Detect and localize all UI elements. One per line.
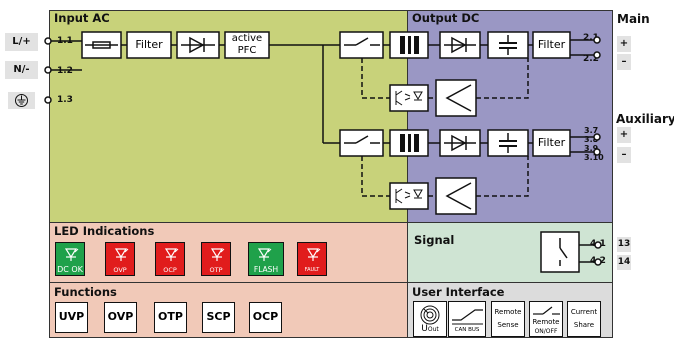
main-title: Main — [617, 12, 650, 26]
function-otp: OTP — [154, 302, 187, 333]
current-share: Current Share — [567, 301, 601, 337]
led-icon — [64, 248, 79, 261]
led-icon — [306, 248, 321, 261]
ground-icon — [8, 92, 35, 109]
main-plus-badge: + — [617, 36, 631, 52]
functions-title: Functions — [54, 285, 117, 299]
terminal-2-1: 2.1 — [583, 33, 599, 43]
led-title: LED Indications — [54, 224, 155, 238]
input-filter-label: Filter — [135, 38, 163, 51]
led-ovp: OVP — [105, 242, 135, 276]
remote-onoff-label-2: ON/OFF — [534, 328, 558, 335]
aux-filter-label: Filter — [537, 136, 566, 149]
remote-on-off: Remote ON/OFF — [529, 301, 563, 337]
led-label: OVP — [113, 266, 127, 274]
current-share-label-2: Share — [573, 321, 595, 329]
aux-plus-badge: + — [617, 127, 631, 143]
led-icon — [164, 248, 179, 261]
canbus-icon — [452, 309, 483, 325]
signal-pin-13: 13 — [617, 237, 631, 252]
input-ac-title: Input AC — [54, 11, 110, 25]
pfc-label-line2: PFC — [237, 45, 257, 56]
led-label: DC OK — [57, 265, 83, 274]
main-filter-label: Filter — [537, 38, 566, 51]
input-label-l: L/+ — [5, 33, 38, 51]
signal-title: Signal — [414, 233, 455, 247]
function-scp: SCP — [202, 302, 235, 333]
terminal-3-8: 3.8 — [584, 135, 599, 144]
terminal-1-3: 1.3 — [57, 95, 73, 105]
main-minus-badge: – — [617, 54, 631, 70]
switch-icon — [533, 306, 560, 315]
aux-minus-badge: – — [617, 147, 631, 163]
remote-onoff-label-1: Remote — [532, 318, 560, 326]
pfc-label-line1: active — [231, 33, 263, 44]
current-share-label-1: Current — [570, 308, 598, 316]
led-icon — [257, 248, 272, 261]
function-ocp: OCP — [249, 302, 282, 333]
terminal-3-9: 3.9 — [584, 144, 599, 153]
led-flash: FLASH — [248, 242, 284, 276]
remote-sense-label-2: Sense — [497, 321, 519, 329]
led-dc-ok: DC OK — [55, 242, 85, 276]
user-interface-title: User Interface — [412, 285, 505, 299]
led-icon — [210, 248, 225, 261]
terminal-3-7: 3.7 — [584, 126, 599, 135]
remote-sense: Remote Sense — [491, 301, 525, 337]
terminal-1-2: 1.2 — [57, 66, 73, 76]
led-icon — [114, 248, 129, 261]
terminal-2-2: 2.2 — [583, 54, 599, 64]
function-uvp: UVP — [55, 302, 88, 333]
uout-label: UOut — [421, 324, 439, 334]
led-label: OCP — [163, 266, 177, 274]
led-label: FAULT — [304, 267, 320, 273]
led-label: FLASH — [253, 265, 279, 274]
uout-potentiometer: UOut — [413, 301, 447, 337]
led-label: OTP — [209, 266, 223, 274]
led-ocp: OCP — [155, 242, 185, 276]
led-fault: FAULT — [297, 242, 327, 276]
input-label-n: N/- — [5, 61, 38, 79]
output-dc-title: Output DC — [412, 11, 480, 25]
function-ovp: OVP — [104, 302, 137, 333]
signal-pin-14: 14 — [617, 255, 631, 270]
knob-icon — [420, 305, 440, 325]
terminal-3-10: 3.10 — [584, 153, 604, 162]
remote-sense-label-1: Remote — [494, 308, 522, 316]
canbus-label: CAN BUS — [454, 327, 480, 333]
led-otp: OTP — [201, 242, 231, 276]
canbus-interface: CAN BUS — [448, 301, 486, 337]
auxiliary-title: Auxiliary — [616, 112, 674, 126]
